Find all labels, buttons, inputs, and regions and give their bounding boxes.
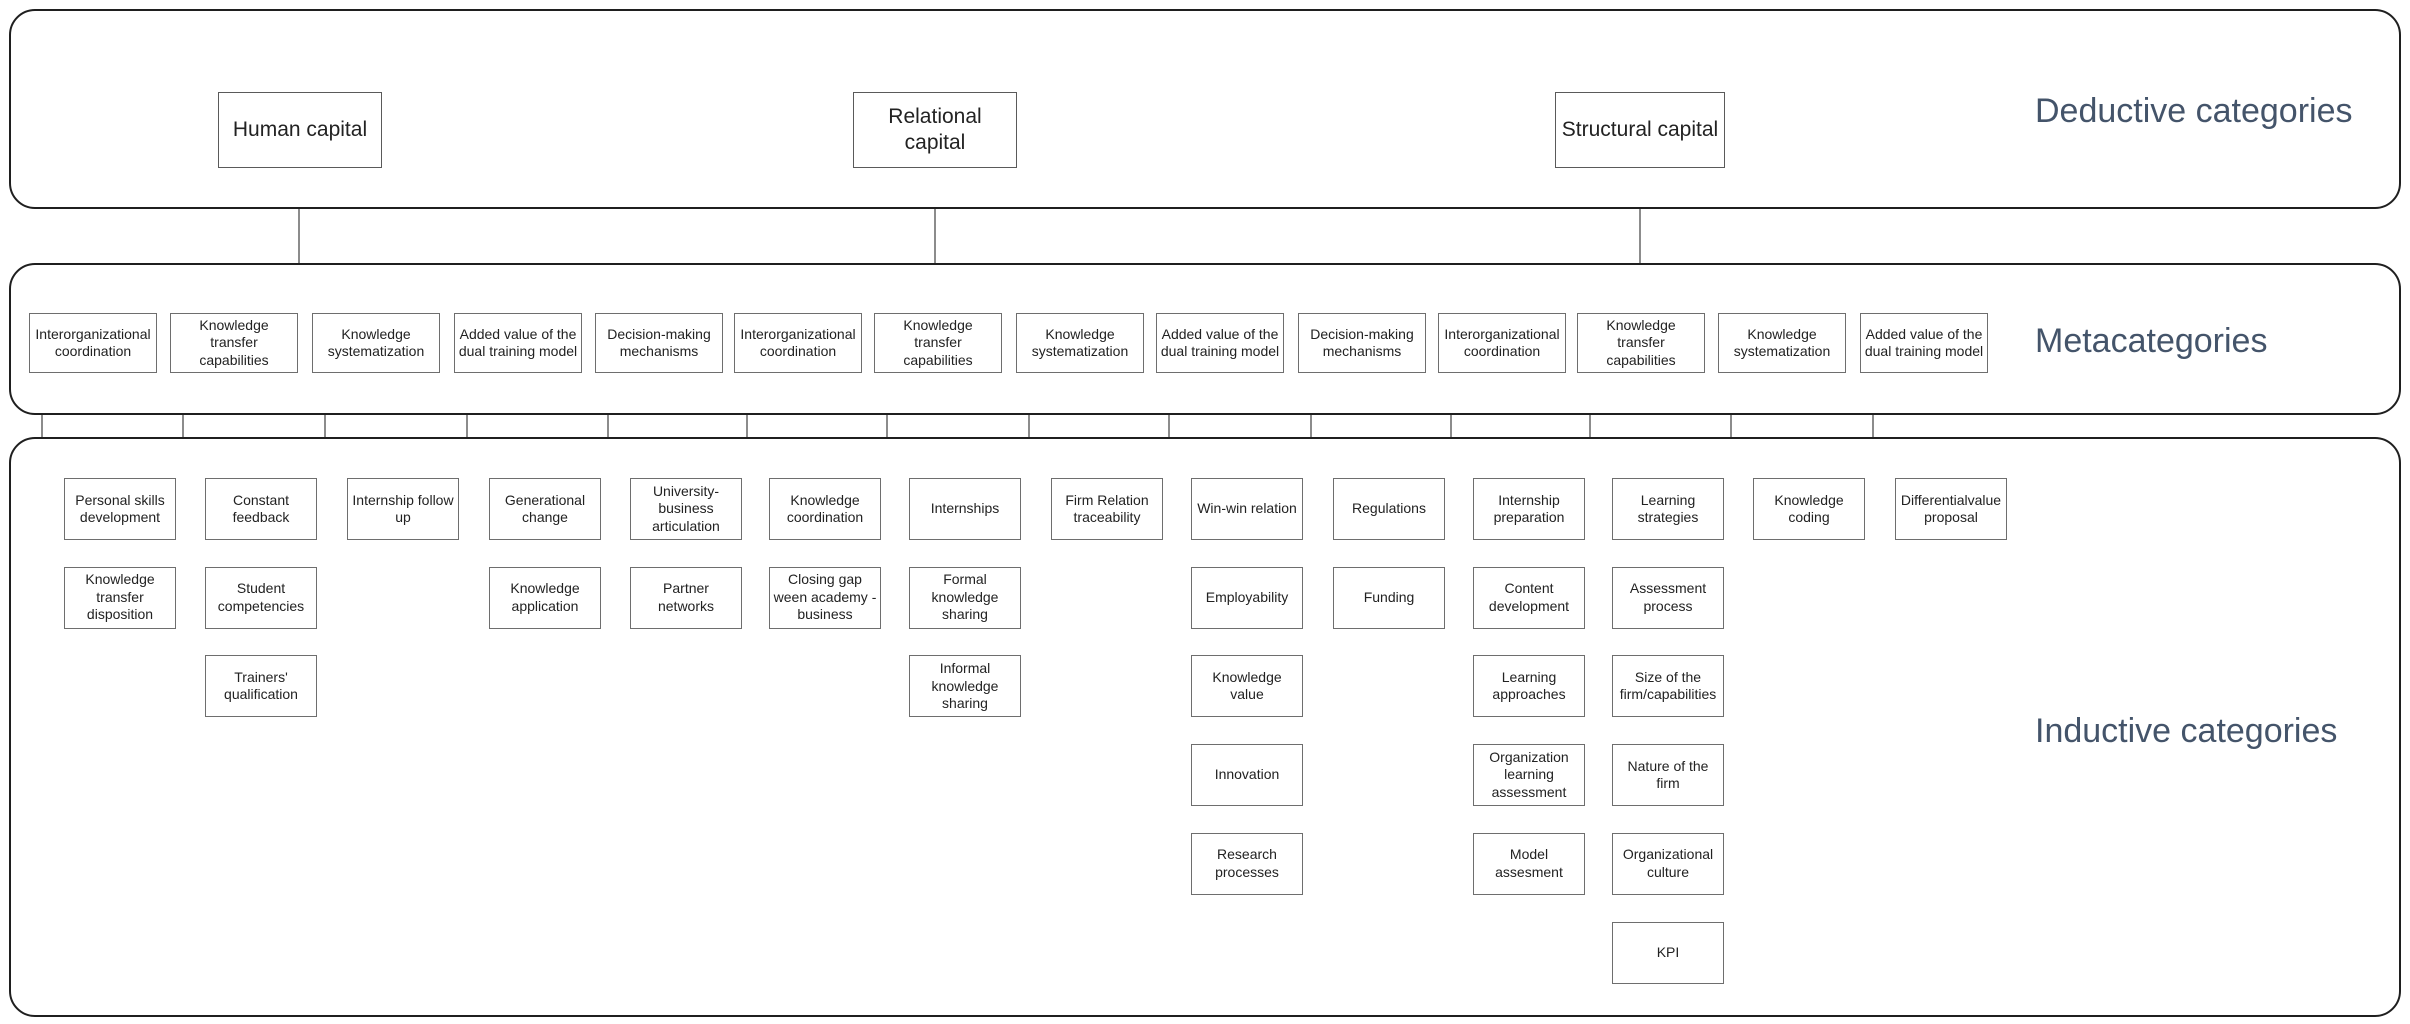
- inductive-node-trainers-qualification: Trainers' qualification: [205, 655, 317, 718]
- inductive-node-model-assesment: Model assesment: [1473, 832, 1585, 895]
- inductive-node-differentialvalue-proposal: Differentialvalue proposal: [1895, 478, 2007, 540]
- inductive-node-organization-learning-assessment: Organization learning assessment: [1473, 744, 1585, 807]
- inductive-node-knowledge-coding: Knowledge coding: [1753, 478, 1865, 540]
- meta-node-added-value-of-the-dual-training-model: Added value of the dual training model: [1860, 313, 1988, 373]
- inductive-node-funding: Funding: [1333, 566, 1445, 629]
- inductive-node-knowledge-transfer-disposition: Knowledge transfer disposition: [64, 566, 176, 629]
- meta-band-label: Metacategories: [2035, 322, 2268, 360]
- inductive-node-informal-knowledge-sharing: Informal knowledge sharing: [909, 655, 1021, 718]
- inductive-node-formal-knowledge-sharing: Formal knowledge sharing: [909, 566, 1021, 629]
- meta-node-decision-making-mechanisms: Decision-making mechanisms: [595, 313, 723, 373]
- inductive-node-innovation: Innovation: [1191, 744, 1303, 807]
- meta-node-knowledge-systematization: Knowledge systematization: [312, 313, 440, 373]
- inductive-node-internship-follow-up: Internship follow up: [347, 478, 459, 540]
- inductive-node-knowledge-value: Knowledge value: [1191, 655, 1303, 718]
- meta-node-added-value-of-the-dual-training-model: Added value of the dual training model: [454, 313, 582, 373]
- inductive-node-content-development: Content development: [1473, 566, 1585, 629]
- meta-node-knowledge-systematization: Knowledge systematization: [1016, 313, 1144, 373]
- meta-node-interorganizational-coordination: Interorganizational coordination: [1438, 313, 1566, 373]
- inductive-node-win-win-relation: Win-win relation: [1191, 478, 1303, 540]
- meta-node-knowledge-transfer-capabilities: Knowledge transfer capabilities: [874, 313, 1002, 373]
- inductive-node-assessment-process: Assessment process: [1612, 566, 1724, 629]
- capital-node-relational-capital: Relational capital: [853, 92, 1017, 168]
- inductive-node-nature-of-the-firm: Nature of the firm: [1612, 744, 1724, 807]
- meta-node-knowledge-transfer-capabilities: Knowledge transfer capabilities: [1577, 313, 1705, 373]
- inductive-node-learning-strategies: Learning strategies: [1612, 478, 1724, 540]
- deductive-band-label: Deductive categories: [2035, 92, 2353, 130]
- inductive-node-partner-networks: Partner networks: [630, 566, 742, 629]
- inductive-node-employability: Employability: [1191, 566, 1303, 629]
- inductive-node-organizational-culture: Organizational culture: [1612, 832, 1724, 895]
- meta-node-decision-making-mechanisms: Decision-making mechanisms: [1298, 313, 1426, 373]
- inductive-band-label: Inductive categories: [2035, 712, 2338, 750]
- inductive-node-generational-change: Generational change: [489, 478, 601, 540]
- inductive-node-research-processes: Research processes: [1191, 832, 1303, 895]
- capital-node-human-capital: Human capital: [218, 92, 382, 168]
- inductive-node-student-competencies: Student competencies: [205, 566, 317, 629]
- inductive-node-closing-gap-ween-academy-business: Closing gap ween academy - business: [769, 566, 881, 629]
- inductive-node-internships: Internships: [909, 478, 1021, 540]
- inductive-node-size-of-the-firm-capabilities: Size of the firm/capabilities: [1612, 655, 1724, 718]
- inductive-node-learning-approaches: Learning approaches: [1473, 655, 1585, 718]
- inductive-node-internship-preparation: Internship preparation: [1473, 478, 1585, 540]
- inductive-node-kpi: KPI: [1612, 921, 1724, 984]
- meta-node-added-value-of-the-dual-training-model: Added value of the dual training model: [1156, 313, 1284, 373]
- capital-node-structural-capital: Structural capital: [1555, 92, 1725, 168]
- meta-node-interorganizational-coordination: Interorganizational coordination: [29, 313, 157, 373]
- inductive-node-firm-relation-traceability: Firm Relation traceability: [1051, 478, 1163, 540]
- meta-node-interorganizational-coordination: Interorganizational coordination: [734, 313, 862, 373]
- meta-node-knowledge-transfer-capabilities: Knowledge transfer capabilities: [170, 313, 298, 373]
- inductive-node-constant-feedback: Constant feedback: [205, 478, 317, 540]
- inductive-node-knowledge-coordination: Knowledge coordination: [769, 478, 881, 540]
- deductive-band: [9, 9, 2401, 209]
- inductive-node-knowledge-application: Knowledge application: [489, 566, 601, 629]
- inductive-node-university-business-articulation: University-business articulation: [630, 478, 742, 540]
- meta-node-knowledge-systematization: Knowledge systematization: [1718, 313, 1846, 373]
- inductive-node-personal-skills-development: Personal skills development: [64, 478, 176, 540]
- inductive-node-regulations: Regulations: [1333, 478, 1445, 540]
